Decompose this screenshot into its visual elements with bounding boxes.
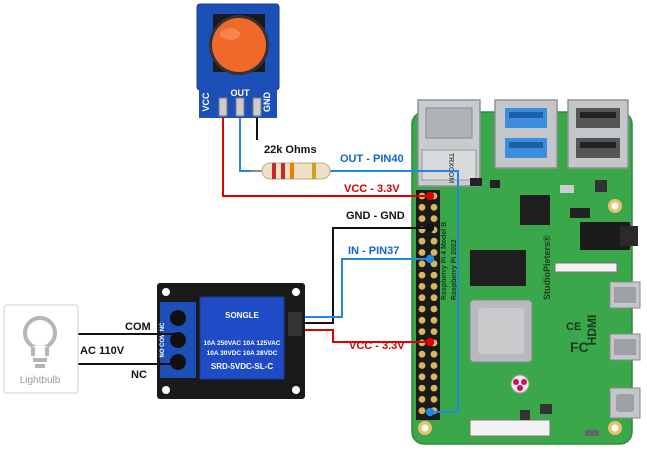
gpio-pin	[430, 373, 438, 381]
gpio-pin	[418, 362, 426, 369]
lightbulb-card: Lightbulb	[3, 304, 79, 394]
model-text: Raspberry Pi 4 Model B	[441, 222, 448, 300]
gpio-pin	[418, 373, 426, 381]
relay-spec-2: 10A 30VDC 10A 28VDC	[207, 350, 278, 357]
ethernet-port: TRXCOM	[417, 99, 481, 187]
gpio-pin	[418, 237, 426, 245]
gnd-wire-label: GND - GND	[346, 210, 405, 222]
brand-text: StudioPieters®	[542, 235, 552, 300]
gnd-wire	[303, 227, 430, 324]
gpio-pin	[418, 407, 426, 415]
pin-label-out: OUT	[231, 88, 251, 98]
lightbulb-icon	[23, 316, 57, 368]
gpio-pin	[418, 271, 426, 279]
raspberry-pi-board: TRXCOM	[411, 99, 641, 445]
in-wire-label: IN - PIN37	[348, 245, 399, 257]
raspberry-logo-icon	[510, 374, 530, 394]
gpio-pin	[430, 271, 438, 279]
copyright-text: Raspberry Pi 2022	[451, 239, 458, 300]
gpio-pin	[418, 305, 426, 313]
relay-pin-labels: NO COM NC	[160, 322, 166, 358]
display-connector	[554, 262, 618, 273]
gpio-pin	[418, 249, 426, 256]
camera-connector	[469, 419, 551, 437]
gpio-pin	[430, 203, 438, 211]
pin-label-gnd: GND	[262, 92, 272, 113]
vcc-top-wire	[222, 118, 430, 197]
gpio-pin	[430, 362, 438, 369]
relay-spec-1: 10A 250VAC 10A 125VAC	[204, 340, 281, 347]
pin-label-vcc: VCC	[201, 92, 211, 112]
ethernet-text: TRXCOM	[447, 153, 454, 184]
ce-mark: CE	[566, 321, 581, 333]
com-label: COM	[125, 321, 151, 333]
gpio-pin	[430, 384, 438, 392]
resistor	[261, 162, 331, 180]
in-wire	[303, 258, 430, 318]
hdmi-text: HDMI	[585, 315, 599, 346]
gpio-pin	[418, 294, 426, 302]
gpio-pin	[430, 249, 438, 256]
fc-mark: FC	[570, 339, 589, 355]
audio-jack	[580, 222, 638, 250]
soc-chip	[469, 299, 533, 363]
out-wire-label: OUT - PIN40	[340, 153, 404, 165]
gpio-pin	[430, 350, 438, 358]
gpio-pin	[430, 237, 438, 245]
gpio-pin	[430, 305, 438, 313]
gpio-pin	[418, 350, 426, 358]
gpio-pin	[430, 294, 438, 302]
vcc-bottom-label: VCC - 3.3V	[349, 340, 405, 352]
out-wire	[239, 118, 459, 413]
usb-controller-chip	[520, 195, 550, 225]
gpio-pin	[430, 283, 438, 290]
gpio-pin	[418, 384, 426, 392]
gpio-pin	[418, 316, 426, 324]
ac-label: AC 110V	[80, 345, 125, 357]
relay-model: SRD-5VDC-SL-C	[211, 362, 273, 371]
relay-module: NO COM NC SONGLE 10A 250VAC 10A 125VAC 1…	[157, 283, 305, 399]
gpio-pin	[430, 328, 438, 335]
micro-hdmi-ports	[609, 281, 641, 361]
gpio-pin	[418, 283, 426, 290]
vcc-top-label: VCC - 3.3V	[344, 183, 400, 195]
ram-chip	[470, 250, 526, 286]
gpio-pin	[418, 260, 426, 268]
lightbulb-label: Lightbulb	[20, 375, 61, 386]
usb2-port	[567, 99, 629, 169]
gpio-header	[416, 190, 440, 420]
button-cap[interactable]	[212, 18, 266, 72]
gpio-pin	[418, 396, 426, 403]
gpio-pin	[418, 215, 426, 223]
vcc-bottom-wire	[303, 329, 430, 343]
button-module: VCC OUT GND	[196, 3, 280, 118]
gpio-pin	[430, 215, 438, 223]
gpio-pin	[418, 203, 426, 211]
gpio-pin	[430, 396, 438, 403]
resistor-label: 22k Ohms	[264, 144, 317, 156]
nc-label: NC	[131, 369, 147, 381]
usb3-port	[494, 99, 558, 169]
usb-c-power	[609, 387, 641, 419]
gpio-pin	[430, 316, 438, 324]
gpio-pin	[418, 328, 426, 335]
relay-brand: SONGLE	[225, 311, 259, 320]
